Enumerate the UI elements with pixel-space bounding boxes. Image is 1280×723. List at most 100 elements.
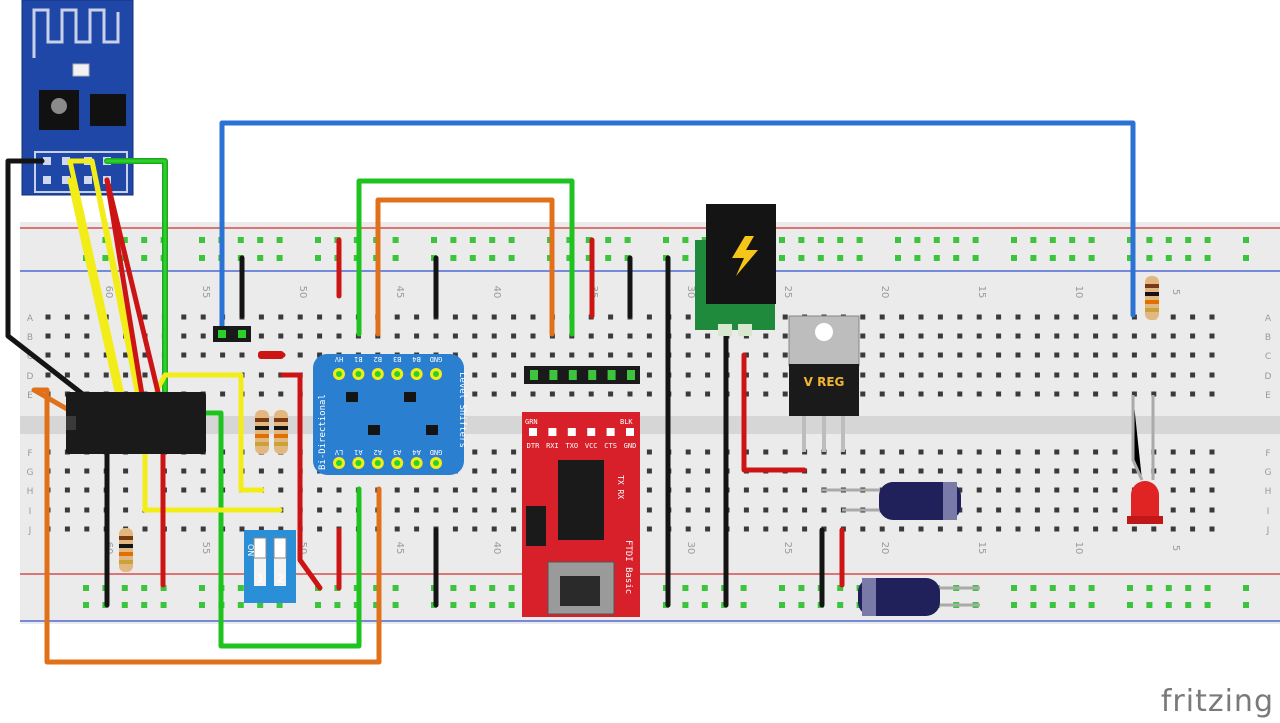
rail-hole [914,237,921,243]
breadboard-hole [976,449,982,455]
resistor-band [1145,284,1159,288]
rail-hole [1127,602,1133,608]
breadboard-hole [394,507,400,513]
breadboard-hole [452,333,458,339]
column-number: 15 [976,286,987,299]
breadboard-hole [317,526,323,532]
breadboard-hole [491,372,497,378]
breadboard-hole [103,372,109,378]
breadboard-hole [64,487,70,493]
breadboard-hole [976,352,982,358]
breadboard-hole [685,449,691,455]
breadboard-hole [957,333,963,339]
resistor-band [119,560,133,564]
rail-hole [1185,255,1192,261]
voltage-regulator: V REG [788,315,860,452]
breadboard-hole [879,333,885,339]
breadboard-hole [608,391,614,397]
rail-hole [837,255,844,261]
rail-hole [373,602,380,608]
breadboard-center-channel [20,416,1280,434]
breadboard-hole [491,314,497,320]
rail-hole [624,237,631,243]
usb-port [560,576,600,606]
breadboard-hole [1209,507,1215,513]
breadboard-hole [1073,391,1079,397]
breadboard-hole [1209,352,1215,358]
ic-chip [66,392,206,454]
breadboard-hole [646,314,652,320]
breadboard-hole [491,487,497,493]
rail-hole [1243,255,1249,261]
breadboard-hole [937,314,943,320]
breadboard-hole [627,391,633,397]
breadboard-hole [1112,333,1118,339]
breadboard-hole [743,507,749,513]
breadboard-hole [1073,487,1079,493]
breadboard-hole [588,352,594,358]
level-shifter-pin-hole [394,371,401,377]
breadboard-hole [918,352,924,358]
breadboard-hole [569,352,575,358]
rail-hole [682,237,689,243]
rail-hole [450,602,457,608]
rail-hole [469,602,476,608]
breadboard-hole [646,487,652,493]
rail-hole [933,255,940,261]
led-base [1127,516,1163,524]
rail-hole [489,585,496,591]
ls-transistor-1 [346,392,358,402]
breadboard-hole [1112,468,1118,474]
breadboard-hole [1073,314,1079,320]
breadboard-hole [1073,352,1079,358]
breadboard-hole [433,507,439,513]
level-shifter-pin-hole [336,460,342,466]
dc-power-jack [695,204,776,336]
breadboard-hole [181,352,187,358]
breadboard-hole [123,372,129,378]
fritzing-logo: fritzing [1160,684,1274,719]
level-shifter-pin-hole [433,460,439,466]
breadboard-hole [472,468,478,474]
breadboard-hole [976,372,982,378]
breadboard-hole [1034,526,1040,532]
breadboard-hole [394,333,400,339]
breadboard-hole [685,526,691,532]
breadboard-hole [530,333,536,339]
breadboard-hole [860,391,866,397]
rail-hole [334,602,341,608]
breadboard-hole [317,333,323,339]
breadboard-hole [685,391,691,397]
breadboard-hole [937,449,943,455]
breadboard-hole [64,372,70,378]
ftdi-header [524,366,640,384]
breadboard-hole [220,391,226,397]
ic-body [66,392,206,454]
breadboard-hole [646,526,652,532]
breadboard-hole [200,468,206,474]
row-label: D [1265,372,1272,382]
vreg-body [789,364,859,416]
breadboard-hole [452,507,458,513]
resistor-band [274,434,288,438]
rail-hole [1030,255,1037,261]
row-label: F [27,449,32,459]
breadboard-hole [511,526,517,532]
breadboard-hole [1054,391,1060,397]
breadboard-hole [472,526,478,532]
rail-hole [1146,602,1153,608]
rail-hole [798,585,805,591]
breadboard-hole [258,526,264,532]
breadboard-hole [1034,507,1040,513]
breadboard-hole [782,333,788,339]
breadboard-hole [918,372,924,378]
breadboard-hole [472,314,478,320]
rail-hole [141,602,148,608]
breadboard-hole [472,487,478,493]
rail-hole [585,237,592,243]
breadboard-hole [996,526,1002,532]
rail-hole [83,602,89,608]
breadboard-hole [879,468,885,474]
dip-knob-1 [253,537,267,559]
